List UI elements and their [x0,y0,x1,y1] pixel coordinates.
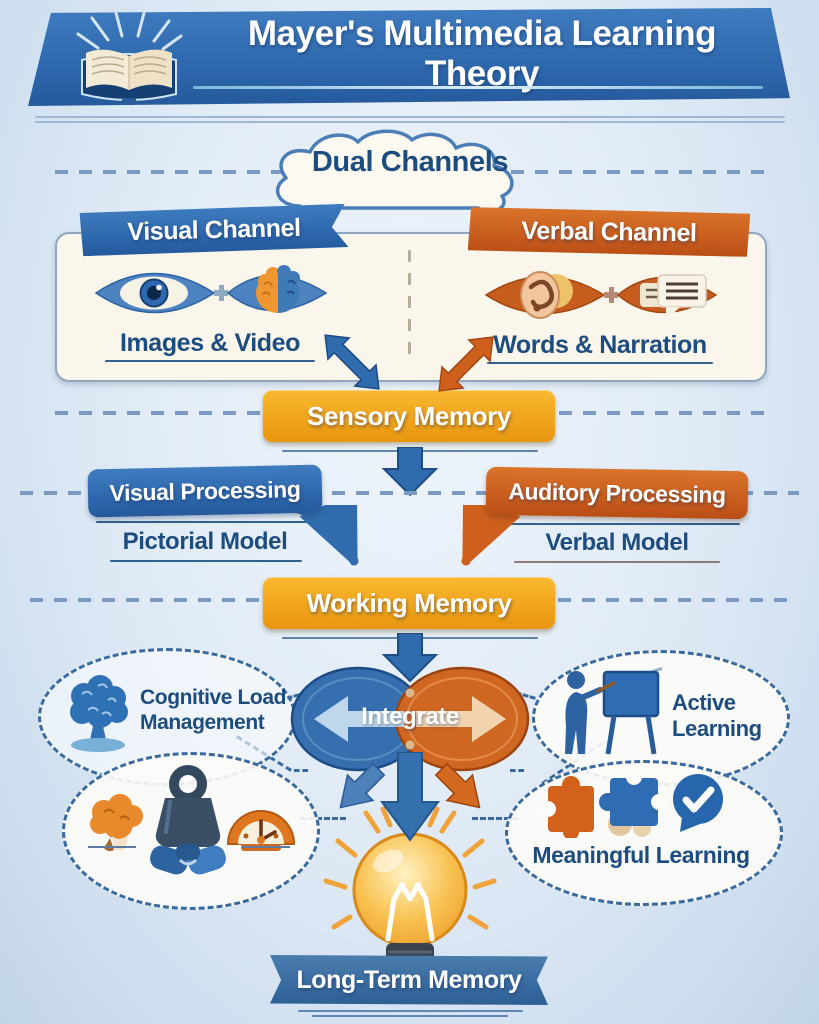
verbal-model-label: Verbal Model [545,529,689,556]
teacher-board-icon [565,667,662,755]
long-term-memory-label: Long-Term Memory [296,965,522,994]
cognitive-load-label: Cognitive Load Management [140,686,287,735]
visual-processing-label: Visual Processing [109,475,301,506]
auditory-processing-label: Auditory Processing [508,477,726,508]
verbal-double-arrow-icon [438,336,494,392]
connector-mini-right [510,769,524,772]
load-divider-left [88,846,136,848]
title-ribbon: Mayer's Multimedia Learning Theory [28,8,790,106]
open-book-icon [76,11,183,106]
visual-caption-underline [105,360,315,362]
working-memory-label: Working Memory [306,587,512,618]
puzzle-piece-icon-orange [540,776,594,838]
visual-channel-header-label: Visual Channel [127,213,301,246]
connector-bulb-right [472,817,518,820]
divider-top-b [35,121,785,123]
visual-double-arrow-icon [324,334,380,390]
dual-channels-label: Dual Channels [311,145,509,178]
ear-speech-icon [484,271,718,320]
long-term-memory-ribbon: Long-Term Memory [270,955,548,1005]
pictorial-model-underline [110,560,302,562]
auditory-processing-banner: Auditory Processing [485,466,749,520]
working-memory-banner: Working Memory [263,577,555,629]
auditory-processing-underline [496,523,740,525]
verbal-channel-caption: Words & Narration [493,330,707,359]
verbal-channel-header-label: Verbal Channel [521,216,697,247]
load-divider-right [242,846,290,848]
active-learning-label: Active Learning [672,690,762,742]
kettlebell-icon [155,765,221,847]
title-underline [193,86,763,89]
verbal-channel-header: Verbal Channel [468,207,751,257]
integrate-down-arrows [339,752,481,842]
dashed-line-processing [20,491,799,495]
eye-brain-icon [94,265,328,314]
divider-top-a [35,116,785,118]
down-arrow-icon-2 [381,633,439,683]
gauge-icon [226,810,296,851]
connector-mini-left [294,769,308,772]
visual-processing-underline [96,521,316,523]
sensory-memory-banner: Sensory Memory [263,390,555,442]
channels-divider [408,250,411,365]
pictorial-model-label: Pictorial Model [122,528,288,555]
lightbulb-icon [323,802,497,980]
verbal-caption-underline [487,362,713,364]
puzzle-piece-icon-blue [599,769,667,837]
verbal-model-underline [514,561,720,563]
page-title: Mayer's Multimedia Learning Theory [247,14,717,93]
integrate-ovals [290,666,530,772]
connector-bulb-left [300,817,346,820]
handshake-icon [150,844,226,875]
brain-icon [70,675,128,752]
meaningful-learning-label: Meaningful Learning [532,841,750,868]
long-term-underline-a [298,1010,523,1012]
visual-channel-caption: Images & Video [119,328,301,357]
integrate-label: Integrate [361,703,459,730]
check-bubble-icon [673,774,723,832]
visual-processing-banner: Visual Processing [87,464,323,518]
down-arrow-icon-1 [381,447,439,497]
sensory-memory-label: Sensory Memory [307,400,511,431]
long-term-underline-b [312,1015,508,1017]
auditory-processing-arrow-icon [461,505,527,575]
visual-processing-arrow-icon [293,505,359,575]
